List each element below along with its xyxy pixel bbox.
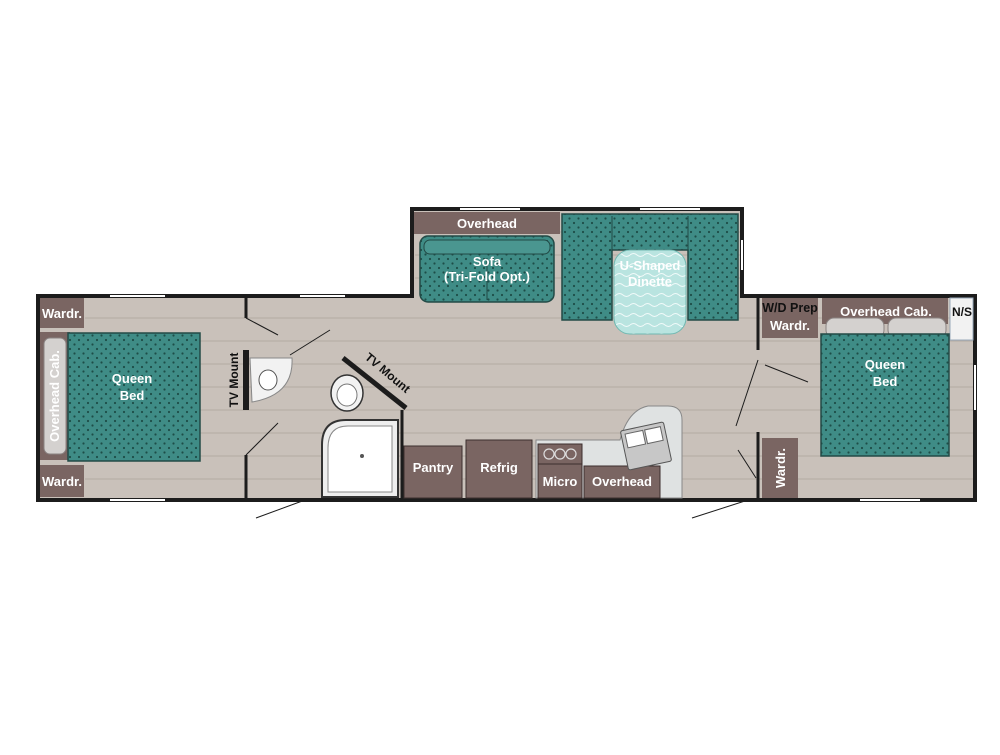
queen-bed-front [67, 332, 201, 462]
stove-icon [537, 443, 583, 465]
tv-mount-living [341, 356, 408, 410]
dinette-seating [561, 213, 739, 321]
exterior-walls [36, 207, 977, 502]
refrig-label: Refrig [480, 460, 518, 475]
shower-inner [327, 425, 393, 493]
bed-rear-pillows [825, 317, 947, 339]
nightstand [949, 297, 974, 341]
wardrobe-rear-side [762, 438, 798, 498]
wardrobe-rear-top-label: Wardr. [770, 318, 810, 333]
pantry [403, 445, 463, 499]
sofa [419, 235, 555, 303]
entry-door-swing [691, 499, 749, 519]
wardrobe-front-top [40, 298, 84, 328]
wd-prep-wardrobe [762, 298, 818, 338]
pantry-label: Pantry [413, 460, 454, 475]
overhead-kitchen-label: Overhead [592, 474, 652, 489]
queen-bed-rear [820, 333, 950, 457]
door-swings-front [245, 317, 331, 519]
sofa-label-2: (Tri-Fold Opt.) [444, 269, 530, 284]
wardrobe-front-top-label: Wardr. [42, 306, 82, 321]
bed-front-pillows [43, 337, 67, 455]
sofa-label-1: Sofa [473, 254, 502, 269]
dinette-label-1: U-Shaped [620, 258, 681, 273]
microwave [537, 463, 583, 499]
overhead-slide-label: Overhead [457, 216, 517, 231]
queen-bed-rear-label-2: Bed [873, 374, 898, 389]
overhead-cab-front-label: Overhead Cab. [47, 350, 62, 442]
micro-label: Micro [543, 474, 578, 489]
wardrobe-front-bottom-label: Wardr. [42, 474, 82, 489]
dinette-label-2: Dinette [628, 274, 672, 289]
queen-bed-front-label-2: Bed [120, 388, 145, 403]
wardrobe-rear-side-label: Wardr. [773, 448, 788, 488]
kitchen-sink-icon [620, 421, 672, 471]
overhead-cab-rear-label: Overhead Cab. [840, 304, 932, 319]
toilet-icon [330, 374, 364, 412]
windows [110, 208, 976, 501]
dinette-table [613, 249, 687, 335]
tv-mount-bath-label: TV Mount [227, 353, 241, 408]
overhead-kitchen-cab [583, 465, 661, 499]
wd-prep-label: W/D Prep [762, 301, 818, 315]
bath-sink-icon [258, 369, 278, 391]
refrigerator [465, 439, 533, 499]
door-swings-rear [735, 359, 809, 479]
nightstand-label: N/S [952, 305, 972, 319]
queen-bed-front-label-1: Queen [112, 371, 153, 386]
queen-bed-rear-label-1: Queen [865, 357, 906, 372]
overhead-slide-cab [414, 212, 560, 234]
shower-drain-icon [360, 454, 364, 458]
tv-mount-bath [243, 350, 249, 410]
wardrobe-front-bottom [40, 465, 84, 497]
